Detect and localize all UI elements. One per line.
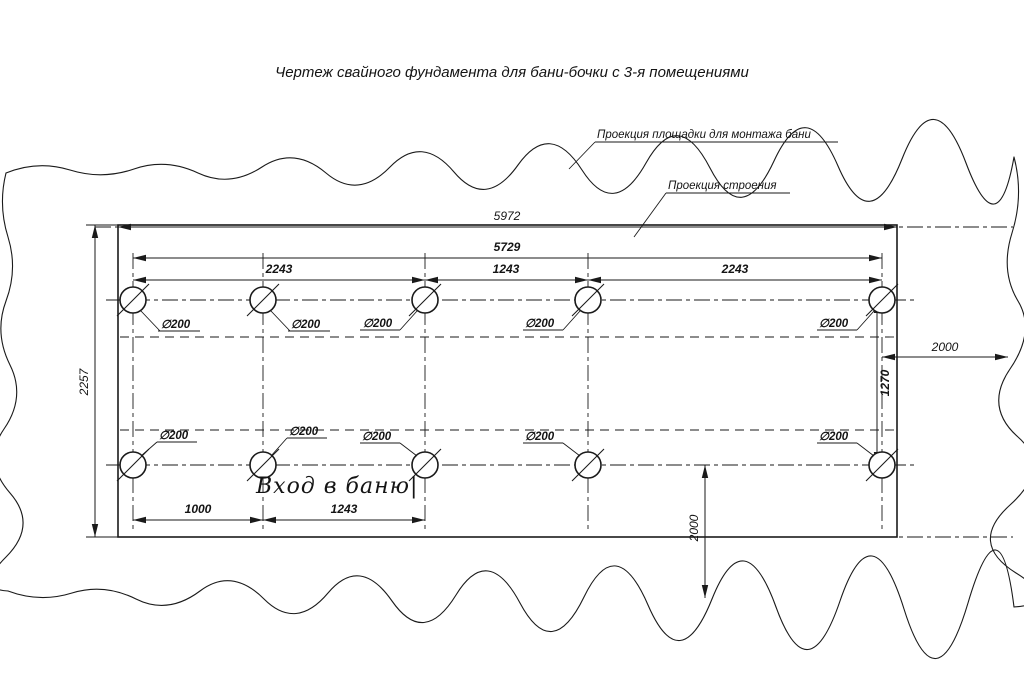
dim-overall-depth: 2257 [77,367,91,396]
dim-span-center: 1243 [493,262,520,276]
building-projection-label: Проекция строения [668,180,777,192]
pile-diameter-label: ∅200 [159,430,189,442]
platform-projection-lines [95,226,1013,538]
dim-span-left: 2243 [265,262,293,276]
dim-overall-width: 5972 [494,209,521,223]
pile-diameter-label: ∅200 [363,318,393,330]
pile-axis-lines [106,253,916,530]
platform-wavy-border [0,118,1024,659]
dim-bottom-first: 1000 [185,502,212,516]
dim-offset-bottom: 2000 [687,514,701,542]
pile-diameter-label: ∅200 [289,426,319,438]
pile-symbol [571,448,605,482]
pile-symbol [865,448,899,482]
pile-symbols [116,283,899,482]
dim-bottom-second: 1243 [331,502,358,516]
pile-symbol [571,283,605,317]
dimension-lines [86,223,1008,598]
pile-diameter-label: ∅200 [291,319,321,331]
dim-offset-right: 2000 [931,340,959,354]
pile-diameter-label: ∅200 [525,431,555,443]
pile-symbol [246,448,280,482]
pile-symbol [865,283,899,317]
pile-diameter-label: ∅200 [525,318,555,330]
dim-pile-span: 5729 [494,240,521,254]
pile-symbol [116,448,150,482]
pile-symbol [408,283,442,317]
drawing-title: Чертеж свайного фундамента для бани-бочк… [275,64,749,81]
bath-hidden-outline [120,336,895,431]
leader-lines [140,141,875,457]
pile-diameter-label: ∅200 [819,318,849,330]
pile-symbol [408,448,442,482]
dim-span-right: 2243 [721,262,749,276]
entrance-label: Вход в баню| [255,474,418,499]
pile-diameter-label: ∅200 [161,319,191,331]
platform-projection-label: Проекция площадки для монтажа бани [597,129,811,141]
pile-diameter-label: ∅200 [819,431,849,443]
dim-row-spacing: 1270 [878,369,892,396]
pile-symbol [246,283,280,317]
pile-symbol [116,283,150,317]
pile-diameter-label: ∅200 [362,431,392,443]
